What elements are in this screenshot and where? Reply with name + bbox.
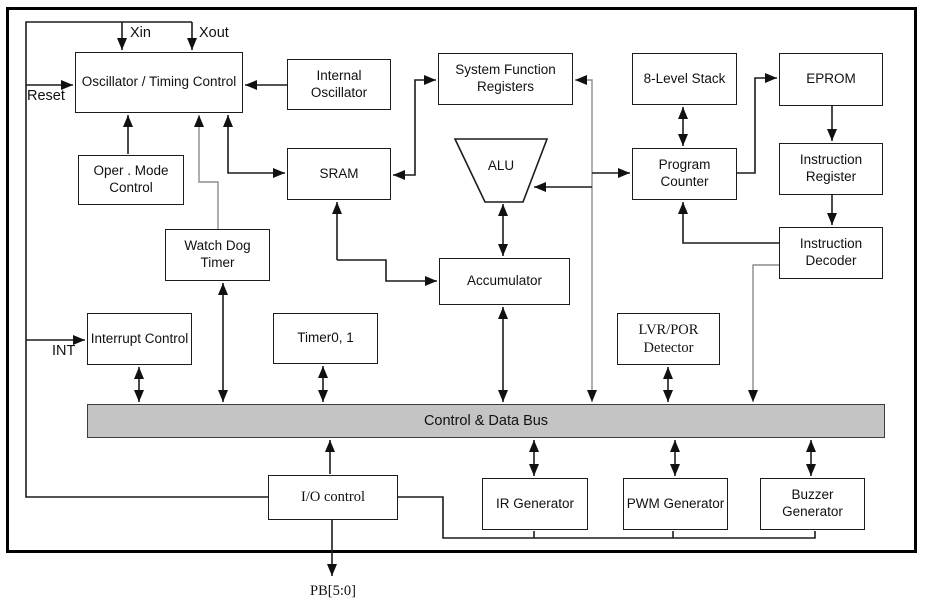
block-ir-generator: IR Generator bbox=[482, 478, 588, 530]
block-oper-mode-control: Oper . Mode Control bbox=[78, 155, 184, 205]
alu-shape bbox=[453, 138, 549, 203]
control-data-bus: Control & Data Bus bbox=[87, 404, 885, 438]
connector-oscillator-sram-right bbox=[227, 143, 285, 178]
block-instruction-register: Instruction Register bbox=[779, 143, 883, 195]
connector-sram-to-accum bbox=[337, 259, 437, 286]
block-alu-label: ALU bbox=[487, 158, 515, 173]
block-lvr-por-detector: LVR/POR Detector bbox=[617, 313, 720, 365]
chip-boundary-frame bbox=[6, 7, 917, 553]
block-instruction-decoder: Instruction Decoder bbox=[779, 227, 883, 279]
block-8-level-stack: 8-Level Stack bbox=[632, 53, 737, 105]
pin-label-pb: PB[5:0] bbox=[310, 583, 356, 599]
connector-decoder-to-bus bbox=[748, 264, 779, 402]
block-system-function-registers: System Function Registers bbox=[438, 53, 573, 105]
connector-sfr-to-sram bbox=[393, 120, 416, 180]
block-timer01: Timer0, 1 bbox=[273, 313, 378, 364]
pin-label-reset: Reset bbox=[27, 88, 65, 104]
pin-label-xout: Xout bbox=[199, 25, 229, 41]
block-watch-dog-timer: Watch Dog Timer bbox=[165, 229, 270, 281]
pin-label-xin: Xin bbox=[130, 25, 151, 41]
external-pin-rail bbox=[25, 21, 268, 498]
pin-label-int: INT bbox=[52, 343, 76, 359]
connector-pc-to-eprom bbox=[737, 73, 777, 174]
block-oscillator-timing-control: Oscillator / Timing Control bbox=[75, 52, 243, 113]
block-internal-oscillator: Internal Oscillator bbox=[287, 59, 391, 110]
connector-sram-to-sfr bbox=[414, 75, 436, 120]
connector-io-generator-rail bbox=[398, 496, 816, 539]
block-eprom: EPROM bbox=[779, 53, 883, 106]
block-io-control: I/O control bbox=[268, 475, 398, 520]
block-sram: SRAM bbox=[287, 148, 391, 200]
block-pwm-generator: PWM Generator bbox=[623, 478, 728, 530]
connector-wdt-to-oscillator bbox=[194, 115, 219, 229]
block-interrupt-control: Interrupt Control bbox=[87, 313, 192, 365]
block-program-counter: Program Counter bbox=[632, 148, 737, 200]
block-accumulator: Accumulator bbox=[439, 258, 570, 305]
block-buzzer-generator: Buzzer Generator bbox=[760, 478, 865, 530]
connector-decoder-to-pc bbox=[678, 202, 779, 244]
connector-busline-to-sfr bbox=[575, 75, 593, 240]
